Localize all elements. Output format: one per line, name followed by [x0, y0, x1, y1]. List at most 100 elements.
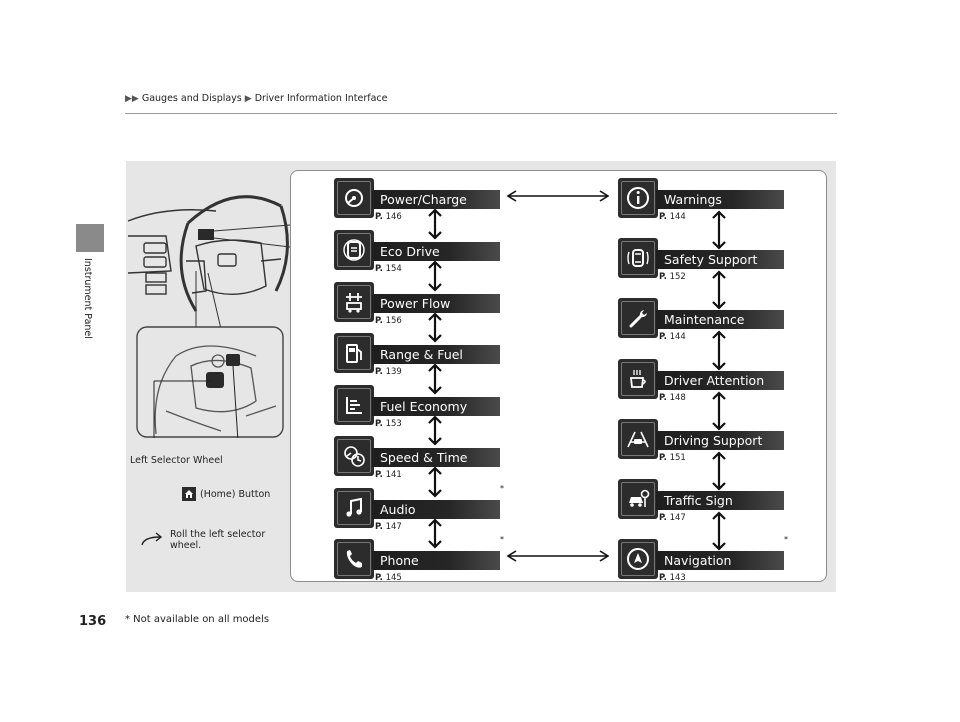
page-number-ref: 146	[385, 212, 402, 222]
menu-item-label: Maintenance	[656, 310, 784, 329]
safety-support-icon	[618, 238, 658, 278]
menu-item-maintenance[interactable]: Maintenance P. 144	[618, 298, 788, 344]
page-prefix: P.	[375, 573, 383, 583]
page-prefix: P.	[375, 264, 383, 274]
page-reference: P. 154	[375, 264, 402, 274]
power-charge-icon	[334, 178, 374, 218]
menu-item-label: Audio	[372, 500, 500, 519]
page-prefix: P.	[659, 573, 667, 583]
page-number-ref: 144	[669, 212, 686, 222]
page-number: 136	[79, 614, 107, 629]
fuel-economy-icon	[334, 385, 374, 425]
info-icon	[618, 178, 658, 218]
menu-item-label: Driver Attention	[656, 371, 784, 390]
menu-item-label: Range & Fuel	[372, 345, 500, 364]
header-divider	[125, 113, 837, 114]
selector-wheel-inset	[136, 326, 284, 438]
not-all-models-asterisk: *	[500, 535, 504, 544]
page-prefix: P.	[375, 367, 383, 377]
page-reference: P. 147	[375, 522, 402, 532]
page-number-ref: 147	[669, 513, 686, 523]
page-reference: P. 147	[659, 513, 686, 523]
navigation-icon	[618, 539, 658, 579]
menu-item-driver-attention[interactable]: Driver Attention P. 148	[618, 359, 788, 405]
menu-item-label: Power Flow	[372, 294, 500, 313]
menu-item-label: Traffic Sign	[656, 491, 784, 510]
roll-instruction-line2: wheel.	[170, 540, 202, 551]
page-reference: P. 139	[375, 367, 402, 377]
breadcrumb-arrow-icon: ▶	[244, 93, 252, 104]
wrench-icon	[618, 298, 658, 338]
fuel-pump-icon	[334, 333, 374, 373]
page-reference: P. 151	[659, 453, 686, 463]
breadcrumb-item-gauges[interactable]: Gauges and Displays	[141, 93, 242, 104]
music-note-icon	[334, 488, 374, 528]
steering-wheel-illustration	[127, 195, 291, 330]
home-icon	[182, 487, 196, 501]
power-flow-icon	[334, 282, 374, 322]
page-number-ref: 147	[385, 522, 402, 532]
page-reference: P. 145	[375, 573, 402, 583]
home-button-label: (Home) Button	[182, 487, 270, 501]
menu-item-label: Fuel Economy	[372, 397, 500, 416]
page-reference: P. 144	[659, 212, 686, 222]
left-selector-wheel-label: Left Selector Wheel	[130, 455, 223, 466]
page-number-ref: 139	[385, 367, 402, 377]
page-prefix: P.	[375, 470, 383, 480]
page-prefix: P.	[659, 272, 667, 282]
roll-instruction-line1: Roll the left selector	[170, 529, 266, 540]
page-prefix: P.	[375, 316, 383, 326]
roll-arrow-icon	[141, 532, 163, 546]
page-number-ref: 151	[669, 453, 686, 463]
page-number-ref: 143	[669, 573, 686, 583]
page-number-ref: 152	[669, 272, 686, 282]
home-button-text: (Home) Button	[200, 488, 271, 500]
footnote: * Not available on all models	[125, 614, 270, 625]
page-prefix: P.	[659, 212, 667, 222]
menu-item-label: Warnings	[656, 190, 784, 209]
page-prefix: P.	[659, 513, 667, 523]
page-reference: P. 146	[375, 212, 402, 222]
page-number-ref: 154	[385, 264, 402, 274]
page-number-ref: 153	[385, 419, 402, 429]
menu-item-fuel-economy[interactable]: Fuel Economy P. 153	[334, 385, 504, 431]
not-all-models-asterisk: *	[500, 484, 504, 493]
page-number-ref: 144	[669, 332, 686, 342]
page-reference: P. 144	[659, 332, 686, 342]
page-prefix: P.	[375, 522, 383, 532]
speed-time-icon	[334, 436, 374, 476]
page-prefix: P.	[659, 453, 667, 463]
page-reference: P. 156	[375, 316, 402, 326]
breadcrumb: ▶▶ Gauges and Displays ▶ Driver Informat…	[125, 93, 387, 104]
menu-item-label: Safety Support	[656, 250, 784, 269]
traffic-sign-icon	[618, 479, 658, 519]
page-number-ref: 141	[385, 470, 402, 480]
page-number-ref: 156	[385, 316, 402, 326]
coffee-cup-icon	[618, 359, 658, 399]
roll-instruction: Roll the left selector wheel.	[140, 529, 265, 551]
driving-support-icon	[618, 419, 658, 459]
page-reference: P. 148	[659, 393, 686, 403]
menu-item-label: Navigation	[656, 551, 784, 570]
breadcrumb-item-dii[interactable]: Driver Information Interface	[254, 93, 388, 104]
menu-item-label: Driving Support	[656, 431, 784, 450]
page-reference: P. 153	[375, 419, 402, 429]
section-tab-label: Instrument Panel	[82, 258, 93, 339]
menu-item-label: Speed & Time	[372, 448, 500, 467]
page-number-ref: 148	[669, 393, 686, 403]
page-number-ref: 145	[385, 573, 402, 583]
not-all-models-asterisk: *	[784, 535, 788, 544]
page-reference: P. 152	[659, 272, 686, 282]
